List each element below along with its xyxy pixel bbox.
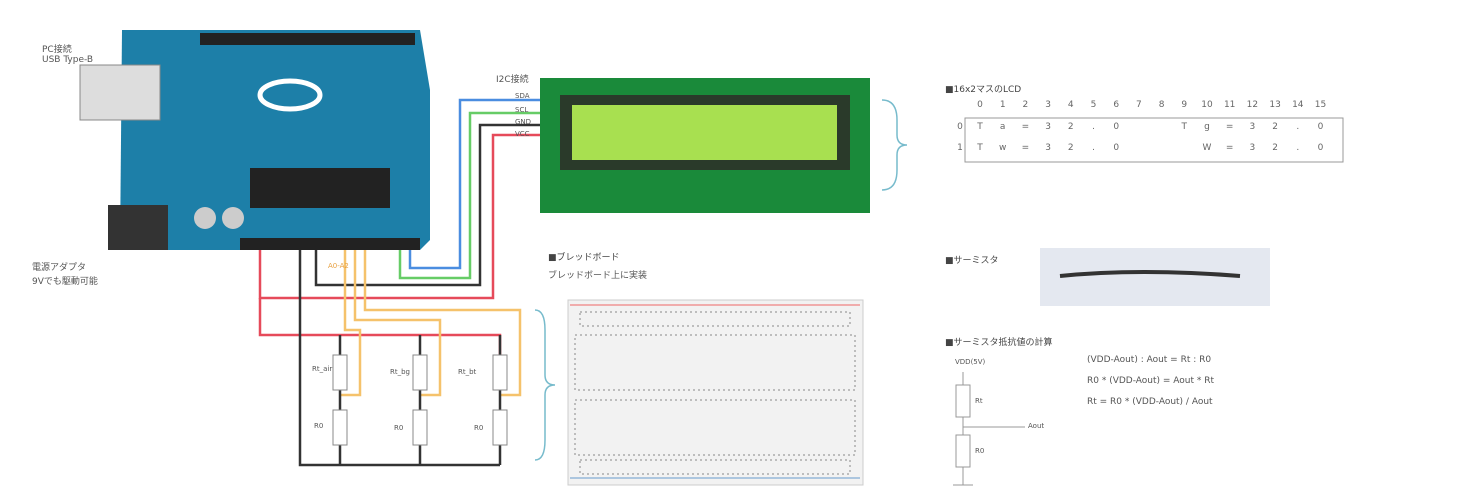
gnd-label: GND bbox=[515, 118, 532, 126]
equation: Rt = R0 * (VDD-Aout) / Aout bbox=[1087, 397, 1213, 407]
lcd-cell: 9 bbox=[1181, 100, 1188, 110]
lcd-cell: . bbox=[1296, 122, 1300, 132]
lcd-cell: 1 bbox=[957, 143, 963, 153]
lcd-cell: 2 bbox=[1272, 143, 1278, 153]
r0-label: R0 bbox=[975, 447, 985, 455]
lcd-cell: = bbox=[1021, 143, 1030, 153]
lcd-cell: 8 bbox=[1158, 100, 1165, 110]
usb-port bbox=[79, 64, 161, 121]
lcd-grid bbox=[964, 117, 1344, 163]
breadboard-note: ブレッドボード上に実装 bbox=[548, 271, 648, 281]
equation: (VDD-Aout) : Aout = Rt : R0 bbox=[1087, 355, 1212, 365]
vcc-label: VCC bbox=[515, 130, 530, 138]
lcd-cell: 2 bbox=[1272, 122, 1278, 132]
lcd-cell: 2 bbox=[1022, 100, 1029, 110]
lcd-cell: 13 bbox=[1269, 100, 1281, 110]
vdd-label: VDD(5V) bbox=[955, 358, 986, 366]
lcd-module bbox=[540, 78, 870, 213]
lcd-cell: 3 bbox=[1045, 122, 1051, 132]
lcd-cell: 0 bbox=[1317, 143, 1324, 153]
adapter-label: 電源アダプタ bbox=[32, 263, 87, 273]
lcd-cell: w bbox=[999, 143, 1007, 153]
lcd-cell: 3 bbox=[1045, 143, 1051, 153]
resistor-label: Rt_air bbox=[312, 365, 333, 373]
resistor-label: R0 bbox=[394, 424, 404, 432]
lcd-cell: 7 bbox=[1136, 100, 1142, 110]
resistor-label: R0 bbox=[474, 424, 484, 432]
lcd-cell: 3 bbox=[1249, 143, 1256, 153]
lcd-cell: 0 bbox=[977, 100, 983, 110]
arduino-board bbox=[79, 30, 430, 250]
lcd-cell: 14 bbox=[1292, 100, 1304, 110]
lcd-cell: a bbox=[999, 122, 1006, 132]
lcd-cell: 0 bbox=[1113, 143, 1120, 153]
lcd-cell: T bbox=[977, 122, 983, 132]
resistor-label: R0 bbox=[314, 422, 324, 430]
rt-label: Rt bbox=[975, 397, 983, 405]
lcd-cell: . bbox=[1092, 122, 1095, 132]
calc-title: ■サーミスタ抵抗値の計算 bbox=[945, 338, 1053, 348]
lcd-cell: = bbox=[1225, 122, 1234, 132]
lcd-cell: 3 bbox=[1045, 100, 1051, 110]
lcd-cell: g bbox=[1204, 122, 1210, 132]
lcd-cell: = bbox=[1021, 122, 1030, 132]
lcd-cell: 4 bbox=[1067, 100, 1074, 110]
power-jack bbox=[108, 205, 168, 250]
lcd-cell: 0 bbox=[1113, 122, 1120, 132]
lcd-cell: 1 bbox=[999, 100, 1006, 110]
lcd-cell: T bbox=[1181, 122, 1188, 132]
equation: R0 * (VDD-Aout) = Aout * Rt bbox=[1087, 376, 1215, 386]
thermistor-title: ■サーミスタ bbox=[945, 256, 999, 266]
breadboard-title: ■ブレッドボード bbox=[548, 253, 620, 263]
lcd-cell: 10 bbox=[1201, 100, 1213, 110]
sda-label: SDA bbox=[515, 92, 530, 100]
lcd-cell: W bbox=[1202, 143, 1212, 153]
lcd-cell: . bbox=[1092, 143, 1095, 153]
pc-label: PC接続 bbox=[42, 45, 72, 55]
breadboard bbox=[567, 299, 864, 486]
lcd-cell: 0 bbox=[1317, 122, 1324, 132]
lcd-cell: 2 bbox=[1067, 122, 1074, 132]
resistor-label: Rt_bt bbox=[458, 368, 477, 376]
lcd-cell: 0 bbox=[957, 122, 963, 132]
lcd-cell: 12 bbox=[1246, 100, 1259, 110]
adapter-note: 9Vでも駆動可能 bbox=[32, 277, 98, 287]
lcd-cell: = bbox=[1225, 143, 1234, 153]
lcd-cell: 5 bbox=[1090, 100, 1097, 110]
lcd-cell: 3 bbox=[1249, 122, 1256, 132]
lcd-title: ■16x2マスのLCD bbox=[945, 85, 1022, 95]
aout-label: Aout bbox=[1028, 422, 1045, 430]
lcd-cell: 6 bbox=[1113, 100, 1120, 110]
resistors bbox=[332, 354, 508, 446]
lcd-cell: 15 bbox=[1314, 100, 1327, 110]
lcd-cell: T bbox=[977, 143, 983, 153]
microcontroller-chip bbox=[250, 168, 390, 208]
lcd-cell: 2 bbox=[1067, 143, 1074, 153]
analog-label: A0-A2 bbox=[328, 262, 349, 270]
usb-label: USB Type-B bbox=[42, 55, 94, 65]
lcd-cell: 11 bbox=[1223, 100, 1236, 110]
i2c-label: I2C接続 bbox=[496, 75, 529, 85]
lcd-cell: . bbox=[1296, 143, 1300, 153]
scl-label: SCL bbox=[515, 106, 529, 114]
resistor-label: Rt_bg bbox=[390, 368, 410, 376]
